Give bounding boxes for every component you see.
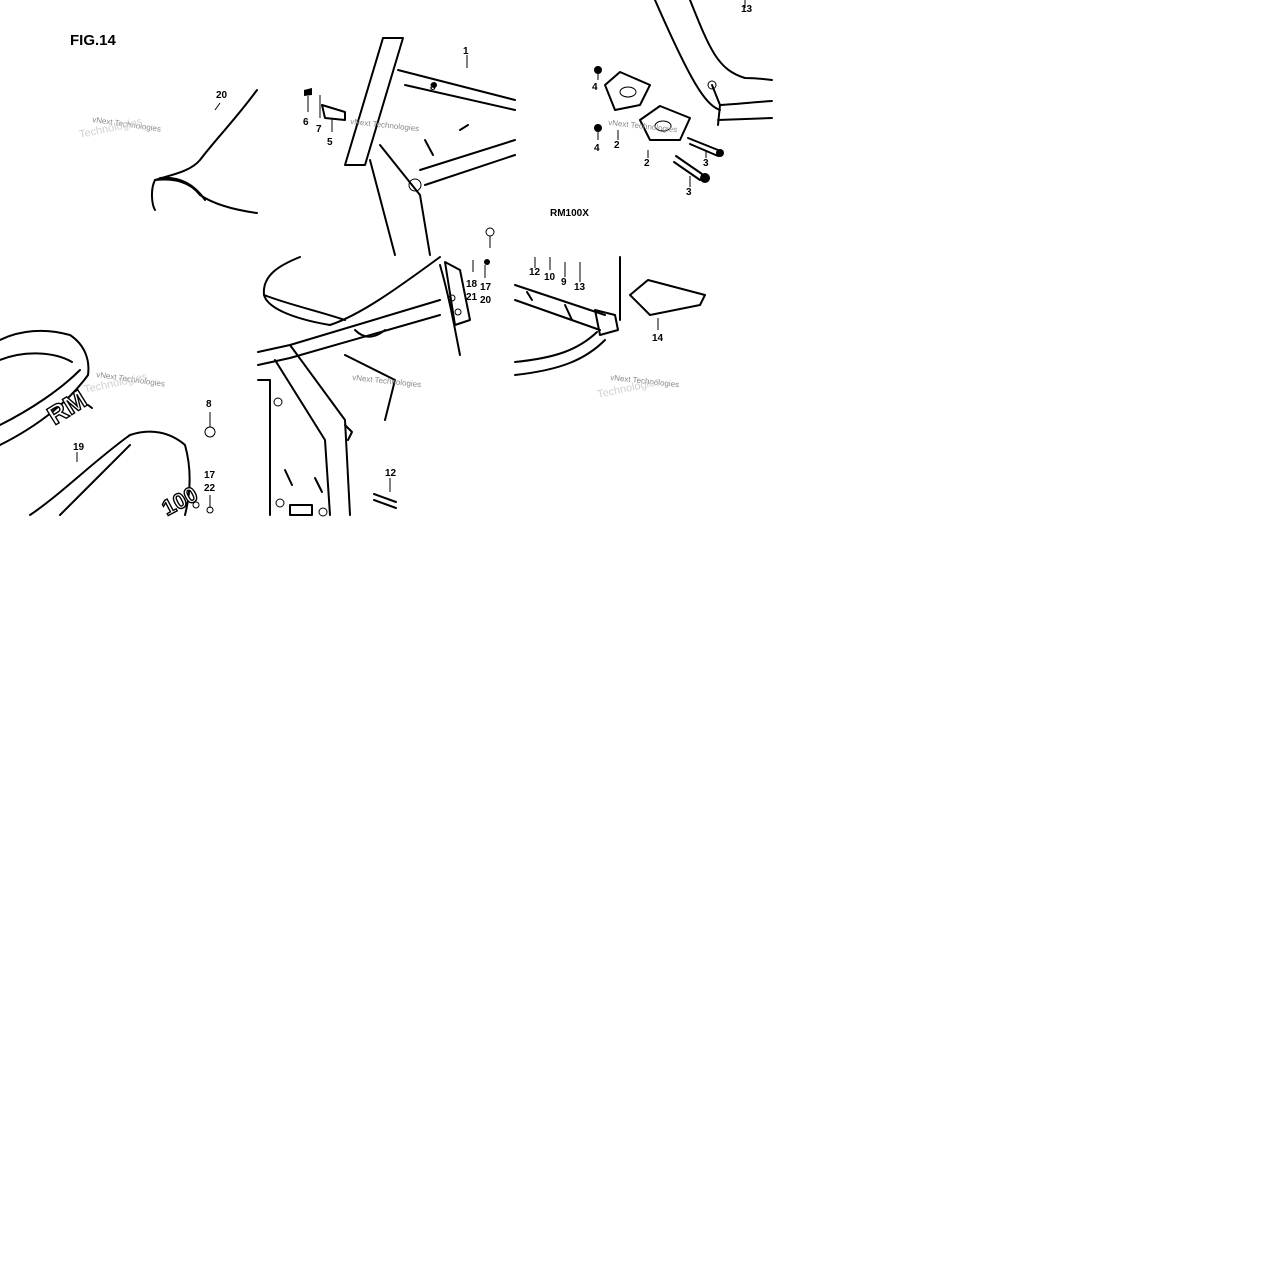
part-label-5: 5 [327, 137, 333, 148]
seat-pair-drawing [0, 329, 216, 516]
part-label-6: 6 [303, 117, 309, 128]
seat-logo-100: 100 [158, 481, 202, 520]
part-label-4-top: 4 [592, 82, 598, 93]
part-label-17: 17 [480, 282, 492, 293]
part-label-2-right: 2 [644, 158, 650, 169]
part-label-4-bottom: 4 [594, 143, 600, 154]
part-label-9: 9 [561, 277, 567, 288]
part-label-12-left: 12 [529, 267, 541, 278]
watermark-2: vNext Technologies [350, 117, 420, 133]
part-label-18: 18 [466, 279, 478, 290]
part-label-10: 10 [544, 272, 556, 283]
engine-mount-drawing [594, 0, 773, 187]
part-label-8-top: 8 [430, 82, 436, 93]
part-label-19: 17 [204, 470, 216, 481]
part-label-15: 19 [73, 442, 85, 453]
part-label-12-right: 13 [574, 282, 586, 293]
part-label-8-bottom: 8 [206, 399, 212, 410]
part-label-16: 20 [216, 90, 228, 101]
frame-head-drawing [304, 37, 516, 256]
part-label-20: 20 [480, 295, 492, 306]
part-label-7: 7 [316, 124, 322, 135]
figure-title: FIG.14 [70, 32, 117, 49]
seat-rear-drawing [151, 89, 258, 214]
part-label-3-upper: 3 [703, 158, 709, 169]
part-label-14: 14 [652, 333, 664, 344]
part-label-13: 13 [741, 4, 753, 15]
part-label-21: 21 [466, 292, 478, 303]
part-label-1: 1 [463, 46, 469, 57]
part-label-3-lower: 3 [686, 187, 692, 198]
frame-side-drawing [514, 256, 706, 376]
watermarks: vNext Technologies Technologies vNext Te… [78, 115, 679, 401]
frame-rear-drawing [257, 256, 490, 517]
part-label-22: 22 [204, 483, 216, 494]
part-label-2-left: 2 [614, 140, 620, 151]
model-code: RM100X [550, 208, 589, 219]
part-label-11: 12 [385, 468, 397, 479]
